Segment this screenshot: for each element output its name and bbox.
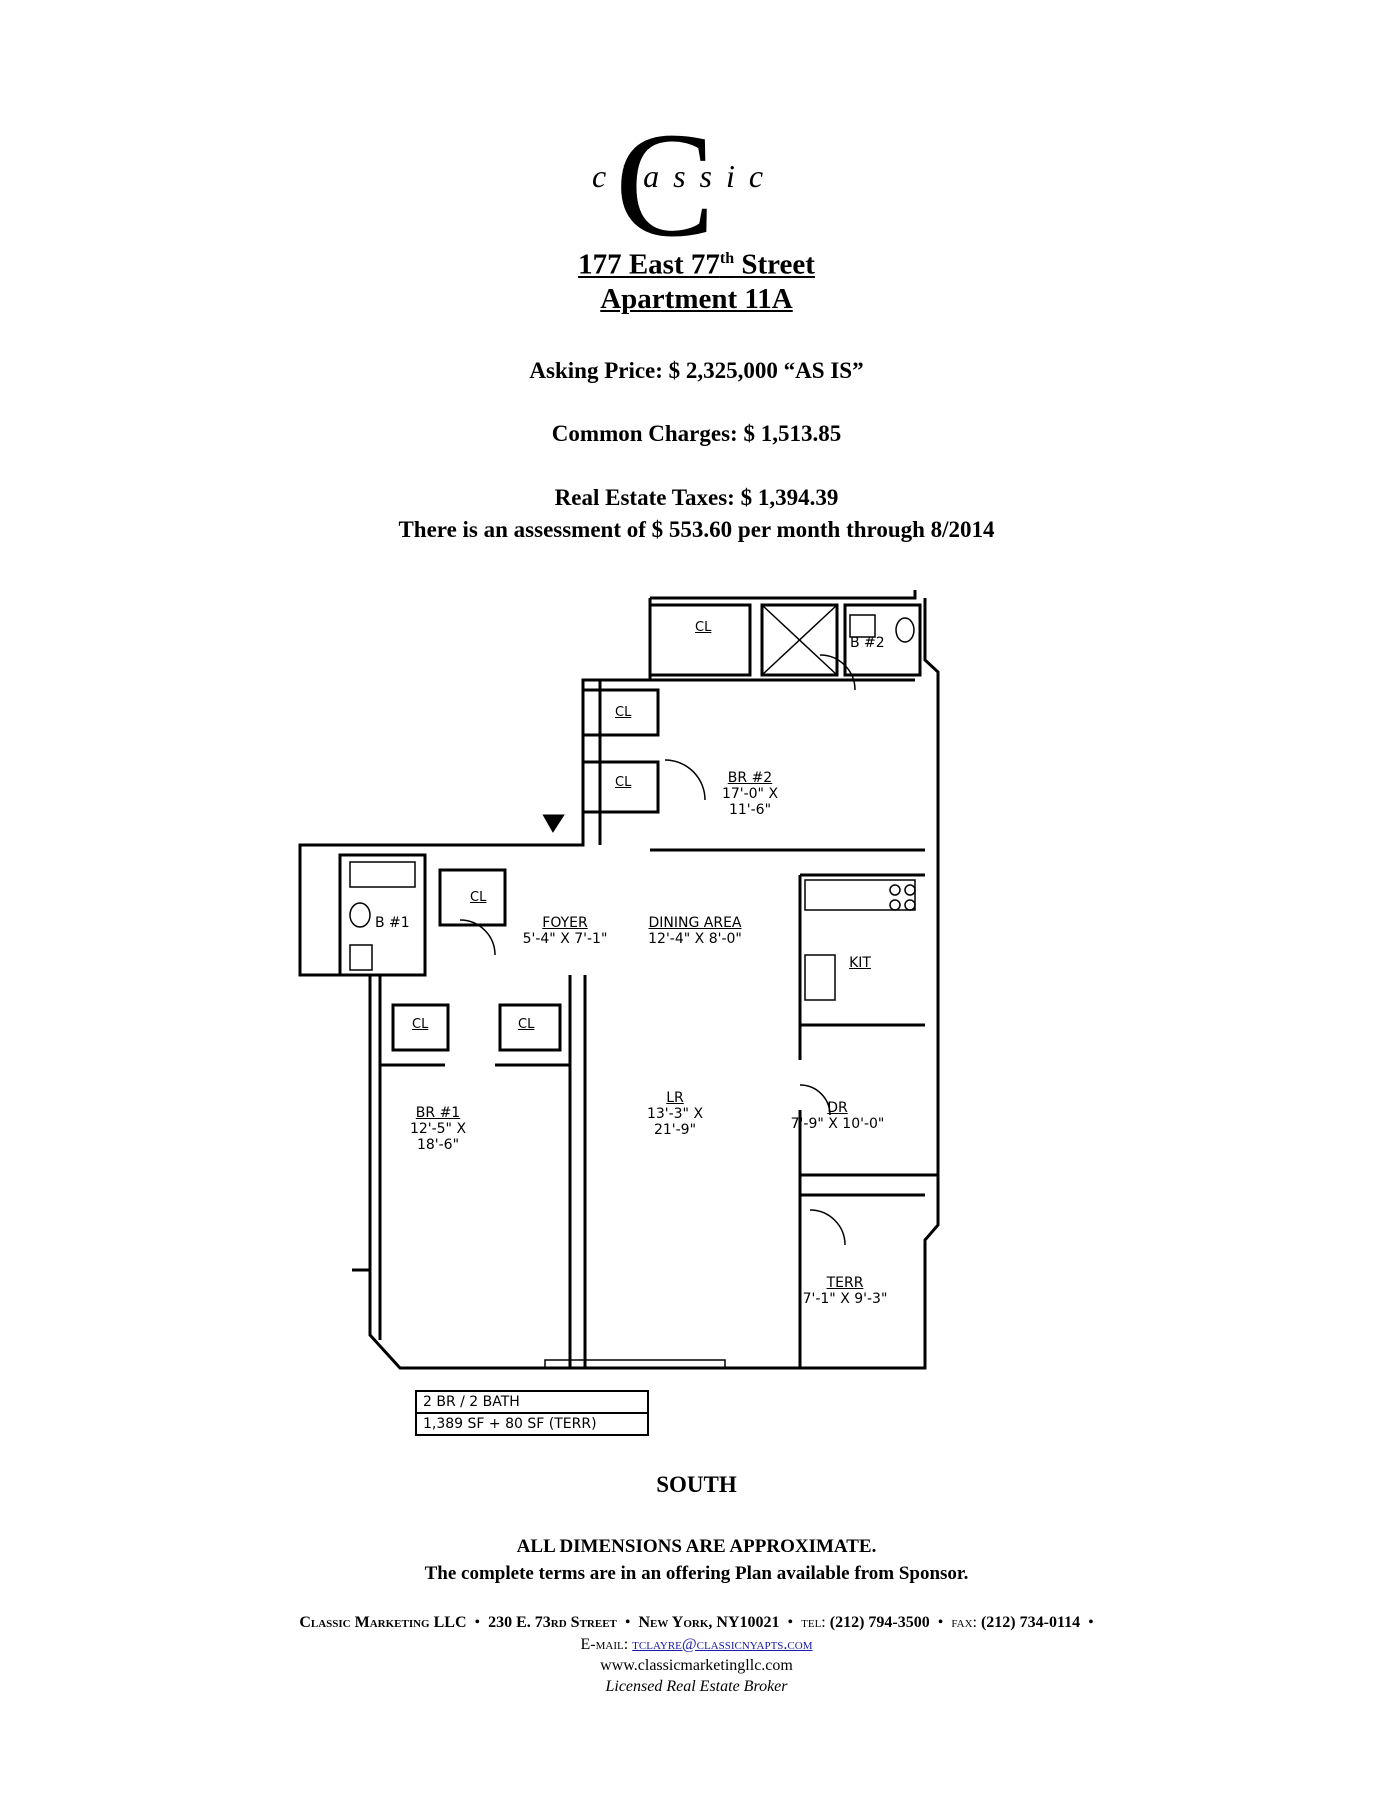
br2-dims: 17'-0" X 11'-6" [721,786,779,818]
b1-label: B #1 [375,915,410,931]
foyer-label: FOYER [542,915,588,931]
footer-city: New York, NY10021 [638,1614,780,1631]
footer-bullet: • [937,1614,944,1631]
asking-price: Asking Price: $ 2,325,000 “AS IS” [529,358,864,383]
terr-label: TERR [826,1275,864,1291]
apartment-title: Apartment 11A [600,283,793,315]
footer-bullet: • [1088,1614,1094,1631]
real-estate-taxes: Real Estate Taxes: $ 1,394.39 [554,485,839,510]
unit-summary-area: 1,389 SF + 80 SF (TERR) [423,1416,597,1432]
terr-dims: 7'-1" X 9'-3" [802,1291,888,1307]
logo-initial: C [615,102,715,245]
lr-dims: 13'-3" X 21'-9" [646,1106,704,1138]
b2-label: B #2 [850,635,885,651]
footer-contact-line: Classic Marketing LLC • 230 E. 73rd Stre… [0,1612,1393,1633]
closet-label: CL [615,705,632,720]
br1-label: BR #1 [415,1105,461,1121]
footer-email-label: E-mail: [580,1636,629,1653]
footer-company: Classic Marketing LLC [299,1614,467,1631]
footer-bullet: • [624,1614,631,1631]
address-suffix: th [719,250,735,267]
unit-summary-bedbath: 2 BR / 2 BATH [417,1392,647,1414]
foyer-dims: 5'-4" X 7'-1" [522,931,608,947]
closet-label: CL [412,1017,429,1032]
unit-summary-box: 2 BR / 2 BATH 1,389 SF + 80 SF (TERR) [415,1390,649,1436]
dining-dims: 12'-4" X 8'-0" [648,931,742,947]
footer-address: 230 E. 73rd Street [488,1614,617,1631]
dr-label: DR [827,1100,848,1116]
footer-email-link[interactable]: tclayre@classicnyapts.com [632,1636,813,1653]
lr-label: LR [666,1090,684,1106]
address-street-end: Street [734,248,815,281]
classic-logo: C classic [560,95,800,268]
footer-tel: (212) 794-3500 [829,1614,930,1631]
disclaimer-dimensions: ALL DIMENSIONS ARE APPROXIMATE. [516,1536,877,1557]
footer-email-line: E-mail: tclayre@classicnyapts.com [0,1634,1393,1655]
br1-dims: 12'-5" X 18'-6" [409,1121,467,1153]
closet-label: CL [615,775,632,790]
footer-bullet: • [474,1614,481,1631]
br2-label: BR #2 [727,770,773,786]
footer-license: Licensed Real Estate Broker [605,1678,788,1695]
dining-label: DINING AREA [648,915,742,931]
closet-label: CL [695,620,712,635]
address-title: 177 East 77th Street [0,242,1393,282]
common-charges: Common Charges: $ 1,513.85 [551,421,842,446]
footer-bullet: • [787,1614,794,1631]
assessment-note: There is an assessment of $ 553.60 per m… [398,517,995,542]
logo-wordmark: classic [592,158,777,194]
footer-fax: (212) 734-0114 [980,1614,1081,1631]
footer-website: www.classicmarketingllc.com [600,1657,793,1674]
disclaimer-terms: The complete terms are in an offering Pl… [424,1563,969,1584]
dr-dims: 7'-9" X 10'-0" [790,1116,885,1132]
kit-label: KIT [849,955,871,971]
address-street: 177 East 77 [578,248,720,281]
footer-fax-label: fax: [951,1614,977,1631]
closet-label: CL [518,1017,535,1032]
closet-label: CL [470,890,487,905]
footer-tel-label: tel: [801,1614,826,1631]
orientation-label: SOUTH [656,1472,737,1497]
floor-plan: BR #2 17'-0" X 11'-6" FOYER 5'-4" X 7'-1… [290,570,970,1460]
